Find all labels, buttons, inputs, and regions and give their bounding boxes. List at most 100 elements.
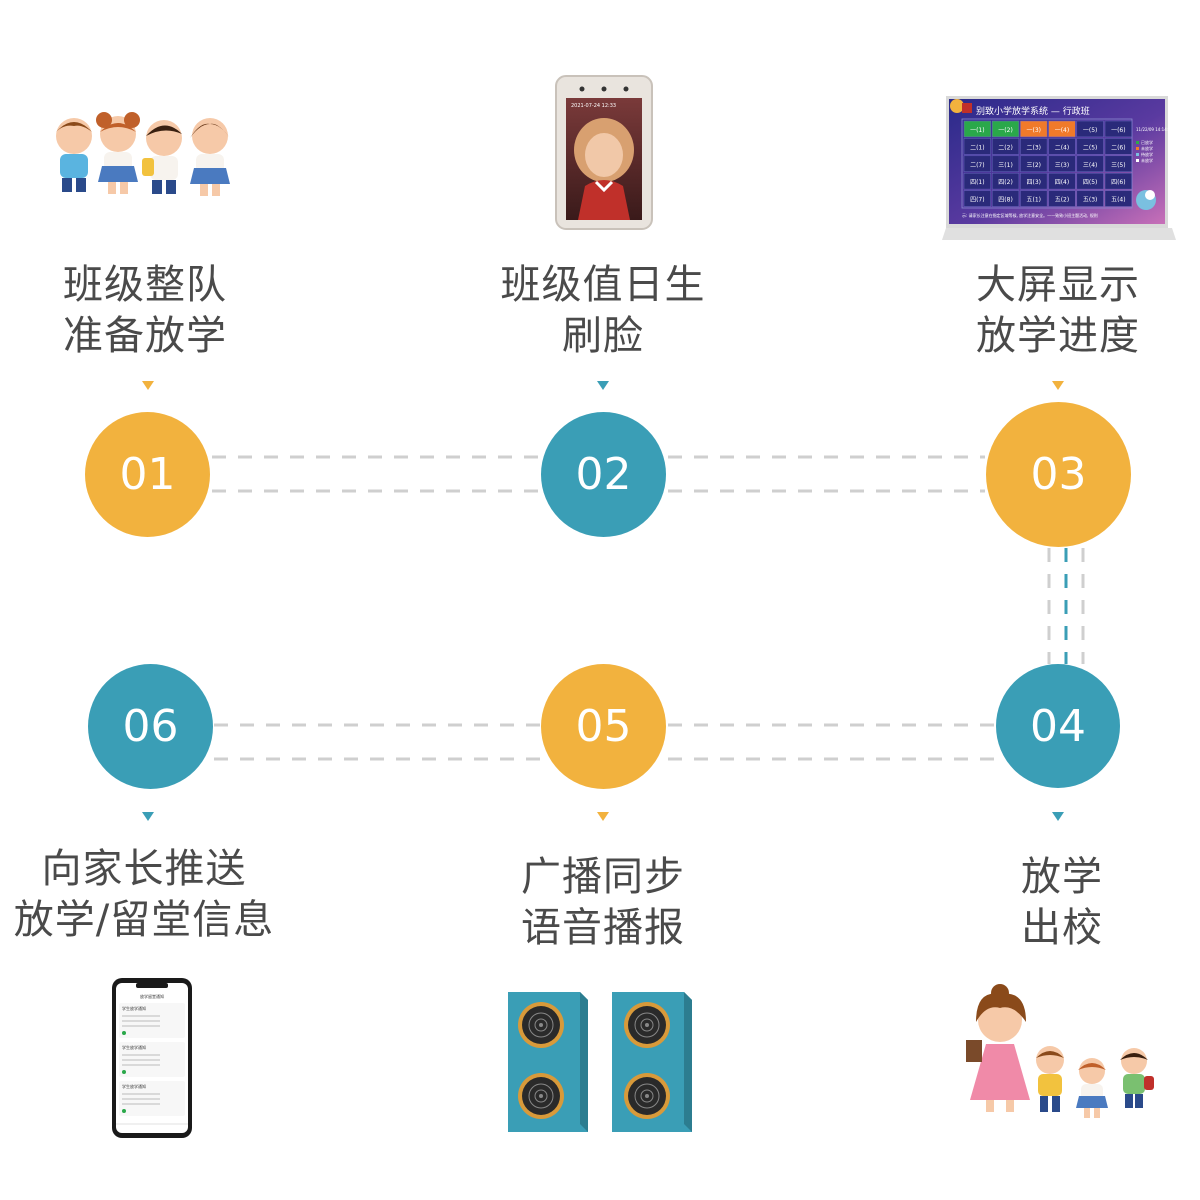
screen-legend-swatch xyxy=(1136,141,1139,144)
screen-ticker: 示: 请家长注意在指定区域等候, 放学注意安全。一一致致小班主题活动, 规则 xyxy=(962,212,1098,218)
teacher-kids-icon xyxy=(966,984,1154,1118)
step-01-label-line1: 班级整队 xyxy=(63,262,227,308)
phone-status-dot xyxy=(122,1031,126,1035)
phone-title: 放学留堂通知 xyxy=(140,993,164,999)
screen-class-label: 二(7) xyxy=(970,162,985,169)
screen-class-cell xyxy=(1020,155,1048,172)
phone-notification-title: 学生放学通知 xyxy=(122,1044,146,1050)
screen-legend-label: 已放学 xyxy=(1141,139,1153,145)
step-04-circle: 04 xyxy=(996,664,1120,788)
screen-class-cell xyxy=(963,138,991,155)
screen-legend-label: 未放学 xyxy=(1141,157,1153,163)
screen-class-label: 三(3) xyxy=(1055,162,1070,169)
screen-class-cell xyxy=(1076,155,1104,172)
screen-class-label: 五(2) xyxy=(1055,197,1070,204)
screen-class-label: 五(1) xyxy=(1027,197,1042,204)
screen-class-cell xyxy=(1104,190,1132,207)
screen-class-cell xyxy=(1020,138,1048,155)
screen-legend-label: 未放学 xyxy=(1141,145,1153,151)
step-04-caret xyxy=(1052,812,1064,821)
step-04-label-line1: 放学 xyxy=(1021,854,1103,900)
screen-class-label: 四(3) xyxy=(1027,179,1042,186)
face-recognition-terminal-icon: 2021-07-24 12:33 xyxy=(555,75,653,230)
step-01-caret xyxy=(142,381,154,390)
screen-legend-swatch xyxy=(1136,153,1139,156)
step-05-circle: 05 xyxy=(541,664,666,789)
step-02-label-line1: 班级值日生 xyxy=(500,262,706,308)
screen-class-label: 二(4) xyxy=(1055,144,1070,151)
screen-class-cell xyxy=(1020,120,1048,138)
screen-class-cell xyxy=(1104,155,1132,172)
step-03-label-line2: 放学进度 xyxy=(976,313,1140,359)
screen-class-cell xyxy=(991,190,1020,207)
screen-class-grid: 一(1)一(2)一(3)一(4)一(5)一(6)二(1)二(2)二(3)二(4)… xyxy=(963,120,1132,207)
screen-class-label: 一(6) xyxy=(1111,127,1126,134)
screen-legend-swatch xyxy=(1136,147,1139,150)
screen-class-cell xyxy=(1076,190,1104,207)
step-03-label: 大屏显示 放学进度 xyxy=(898,260,1200,362)
screen-class-label: 四(2) xyxy=(998,179,1013,186)
phone-status-dot xyxy=(122,1109,126,1113)
screen-class-label: 二(1) xyxy=(970,144,985,151)
screen-class-label: 四(1) xyxy=(970,179,985,186)
step-02-caret xyxy=(597,381,609,390)
screen-class-label: 一(5) xyxy=(1083,127,1098,134)
step-03-circle: 03 xyxy=(986,402,1131,547)
step-06-label: 向家长推送 放学/留堂信息 xyxy=(0,844,304,946)
screen-class-label: 三(5) xyxy=(1111,162,1126,169)
speaker-right xyxy=(612,992,692,1132)
step-03-label-line1: 大屏显示 xyxy=(976,262,1140,308)
screen-class-label: 三(4) xyxy=(1083,162,1098,169)
screen-class-cell xyxy=(963,172,991,190)
screen-class-cell xyxy=(1104,172,1132,190)
screen-class-label: 二(6) xyxy=(1111,144,1126,151)
screen-class-cell xyxy=(963,120,991,138)
step-06-caret xyxy=(142,812,154,821)
screen-class-cell xyxy=(991,120,1020,138)
connector-02-03 xyxy=(668,455,985,493)
screen-class-cell xyxy=(1048,172,1076,190)
screen-class-label: 二(3) xyxy=(1027,144,1042,151)
screen-class-cell xyxy=(991,138,1020,155)
phone-status-dot xyxy=(122,1070,126,1074)
speaker-left xyxy=(508,992,588,1132)
speakers-icon xyxy=(508,992,692,1132)
kids-group-icon xyxy=(56,112,230,196)
step-06-label-line1: 向家长推送 xyxy=(41,846,247,892)
screen-class-label: 四(7) xyxy=(970,197,985,204)
screen-class-cell xyxy=(1020,190,1048,207)
screen-class-label: 四(6) xyxy=(1111,179,1126,186)
phone-notification-title: 学生放学通知 xyxy=(122,1083,146,1089)
screen-class-cell xyxy=(963,155,991,172)
step-02-circle: 02 xyxy=(541,412,666,537)
connector-04-05 xyxy=(668,723,995,761)
screen-class-label: 五(4) xyxy=(1111,197,1126,204)
screen-class-label: 一(2) xyxy=(998,127,1013,134)
step-05-caret xyxy=(597,812,609,821)
screen-class-cell xyxy=(1048,120,1076,138)
screen-class-label: 三(2) xyxy=(1027,162,1042,169)
phone-notification-title: 学生放学通知 xyxy=(122,1005,146,1011)
step-01-label: 班级整队 准备放学 xyxy=(0,260,305,362)
step-04-label-line2: 出校 xyxy=(1021,905,1103,951)
screen-class-label: 四(4) xyxy=(1055,179,1070,186)
screen-legend-swatch xyxy=(1136,159,1139,162)
screen-class-cell xyxy=(991,172,1020,190)
step-02-label-line2: 刷脸 xyxy=(562,313,644,359)
screen-class-cell xyxy=(1076,138,1104,155)
step-05-label-line1: 广播同步 xyxy=(521,854,685,900)
screen-class-label: 二(5) xyxy=(1083,144,1098,151)
screen-class-label: 五(3) xyxy=(1083,197,1098,204)
step-03-caret xyxy=(1052,381,1064,390)
screen-class-cell xyxy=(991,155,1020,172)
screen-time: 11/22/09 14:14:43 xyxy=(1136,127,1174,132)
step-05-label: 广播同步 语音播报 xyxy=(443,852,763,954)
screen-class-cell xyxy=(1104,138,1132,155)
connector-03-04 xyxy=(1047,548,1085,664)
screen-class-cell xyxy=(963,190,991,207)
step-06-label-line2: 放学/留堂信息 xyxy=(13,897,275,943)
screen-class-label: 四(8) xyxy=(998,197,1013,204)
